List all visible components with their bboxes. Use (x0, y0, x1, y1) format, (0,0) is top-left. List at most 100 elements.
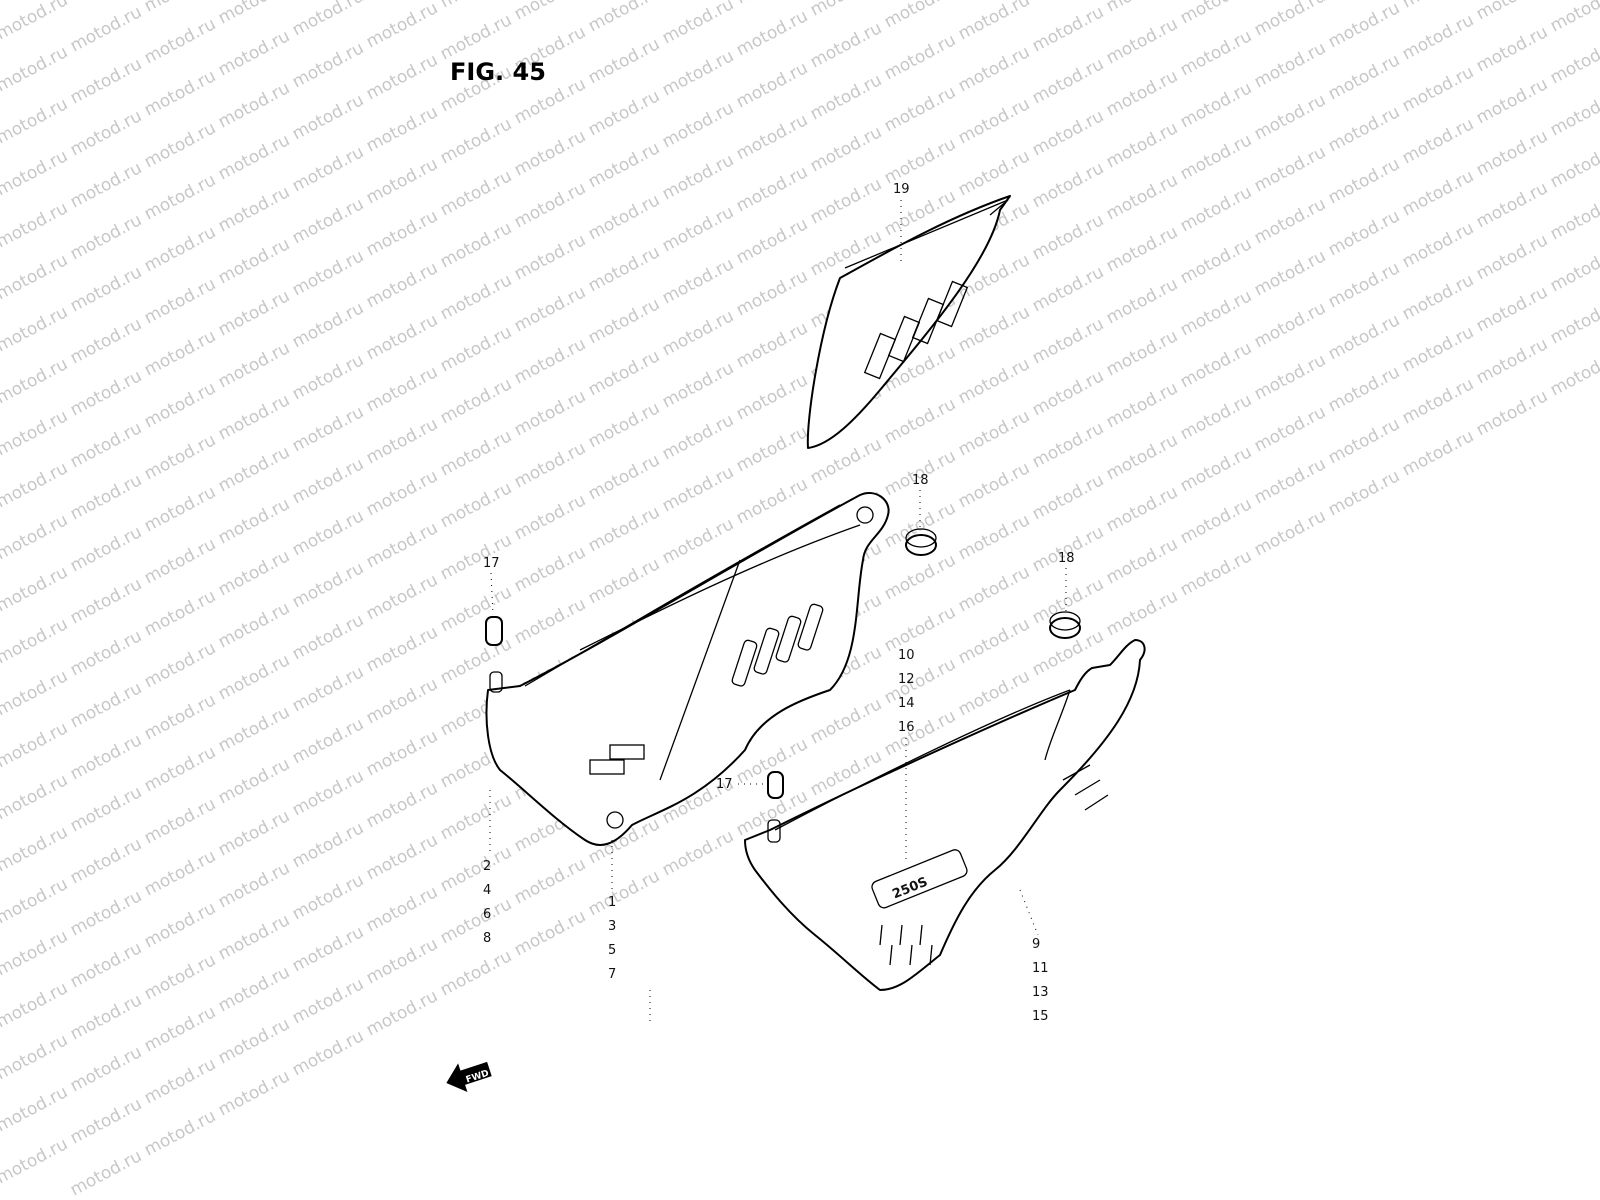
callout-5: 5 (608, 943, 616, 958)
watermark-text: motod.ru (1399, 426, 1477, 480)
watermark-text: motod.ru (0, 1134, 71, 1188)
watermark-text: motod.ru (585, 450, 663, 504)
watermark-text: motod.ru (585, 138, 663, 192)
watermark-text: motod.ru (289, 922, 367, 976)
watermark-text: motod.ru (1325, 258, 1403, 312)
watermark-text: motod.ru (0, 198, 71, 252)
watermark-text: motod.ru (363, 414, 441, 468)
watermark-text: motod.ru (807, 0, 885, 20)
callout-4: 4 (483, 883, 491, 898)
watermark-text: motod.ru (511, 542, 589, 596)
watermark-text: motod.ru (289, 298, 367, 352)
watermark-text: motod.ru (1103, 534, 1181, 588)
watermark-text: motod.ru (1473, 22, 1551, 76)
callout-group-right-lower: 9 11 13 15 (1032, 937, 1049, 1024)
watermark-text: motod.ru (0, 978, 71, 1032)
watermark-text: motod.ru (733, 110, 811, 164)
watermark-text: motod.ru (733, 58, 811, 112)
watermark-text: motod.ru (1473, 230, 1551, 284)
watermark-text: motod.ru (437, 634, 515, 688)
watermark-text: motod.ru (289, 974, 367, 1028)
watermark-text: motod.ru (511, 178, 589, 232)
watermark-text: motod.ru (1399, 10, 1477, 64)
watermark-text: motod.ru (733, 318, 811, 372)
watermark-text: motod.ru (1325, 466, 1403, 520)
watermark-text: motod.ru (141, 118, 219, 172)
watermark-text: motod.ru (363, 102, 441, 156)
figure-title: FIG. 45 (450, 58, 546, 86)
watermark-text: motod.ru (659, 150, 737, 204)
callout-19: 19 (893, 182, 910, 197)
watermark-text: motod.ru (0, 926, 71, 980)
watermark-text: motod.ru (1547, 242, 1600, 296)
callout-18-upper: 18 (912, 473, 929, 488)
watermark-text: motod.ru (67, 314, 145, 368)
watermark-text: motod.ru (1103, 170, 1181, 224)
watermark-text: motod.ru (141, 846, 219, 900)
watermark-text: motod.ru (807, 122, 885, 176)
watermark-text: motod.ru (1103, 66, 1181, 120)
watermark-text: motod.ru (511, 282, 589, 336)
watermark-text: motod.ru (363, 258, 441, 312)
watermark-text: motod.ru (955, 614, 1033, 668)
callout-6: 6 (483, 907, 491, 922)
watermark-text: motod.ru (1473, 126, 1551, 180)
watermark-text: motod.ru (1251, 194, 1329, 248)
watermark-text: motod.ru (141, 690, 219, 744)
watermark-text: motod.ru (807, 174, 885, 228)
watermark-text: motod.ru (881, 0, 959, 32)
left-frame-cover (485, 492, 890, 846)
watermark-text: motod.ru (1325, 362, 1403, 416)
watermark-text: motod.ru (141, 482, 219, 536)
watermark-text: motod.ru (1473, 282, 1551, 336)
watermark-text: motod.ru (1325, 50, 1403, 104)
watermark-text: motod.ru (1251, 142, 1329, 196)
watermark-text: motod.ru (881, 394, 959, 448)
watermark-text: motod.ru (67, 366, 145, 420)
watermark-text: motod.ru (437, 426, 515, 480)
watermark-text: motod.ru (0, 510, 71, 564)
watermark-text: motod.ru (67, 158, 145, 212)
watermark-text: motod.ru (141, 430, 219, 484)
watermark-text: motod.ru (1251, 298, 1329, 352)
watermark-text: motod.ru (1029, 106, 1107, 160)
watermark-text: motod.ru (289, 714, 367, 768)
callout-1: 1 (608, 895, 616, 910)
watermark-text: motod.ru (67, 262, 145, 316)
watermark-text: motod.ru (1251, 506, 1329, 560)
watermark-text: motod.ru (881, 30, 959, 84)
watermark-text: motod.ru (955, 406, 1033, 460)
watermark-text: motod.ru (215, 442, 293, 496)
watermark-text: motod.ru (1547, 346, 1600, 400)
watermark-text: motod.ru (215, 962, 293, 1016)
watermark-text: motod.ru (1399, 374, 1477, 428)
watermark-text: motod.ru (1251, 38, 1329, 92)
callout-11: 11 (1032, 961, 1049, 976)
watermark-text: motod.ru (289, 142, 367, 196)
watermark-text: motod.ru (1399, 218, 1477, 272)
watermark-text: motod.ru (0, 770, 71, 824)
watermark-text: motod.ru (1325, 0, 1403, 52)
watermark-text: motod.ru (141, 1002, 219, 1056)
watermark-text: motod.ru (67, 2, 145, 56)
watermark-text: motod.ru (67, 1094, 145, 1148)
watermark-text: motod.ru (67, 470, 145, 524)
watermark-text: motod.ru (1103, 586, 1181, 640)
watermark-text: motod.ru (215, 26, 293, 80)
watermark-text: motod.ru (437, 166, 515, 220)
watermark-text: motod.ru (733, 162, 811, 216)
watermark-text: motod.ru (1473, 178, 1551, 232)
watermark-text: motod.ru (67, 626, 145, 680)
watermark-text: motod.ru (585, 242, 663, 296)
watermark-text: motod.ru (955, 42, 1033, 96)
watermark-text: motod.ru (1399, 114, 1477, 168)
watermark-text: motod.ru (1251, 0, 1329, 40)
watermark-text: motod.ru (437, 946, 515, 1000)
part-17-grommet-left (485, 616, 503, 646)
watermark-text: motod.ru (585, 346, 663, 400)
watermark-text: motod.ru (1029, 210, 1107, 264)
watermark-text: motod.ru (1029, 418, 1107, 472)
watermark-text: motod.ru (289, 870, 367, 924)
watermark-text: motod.ru (67, 1146, 145, 1200)
